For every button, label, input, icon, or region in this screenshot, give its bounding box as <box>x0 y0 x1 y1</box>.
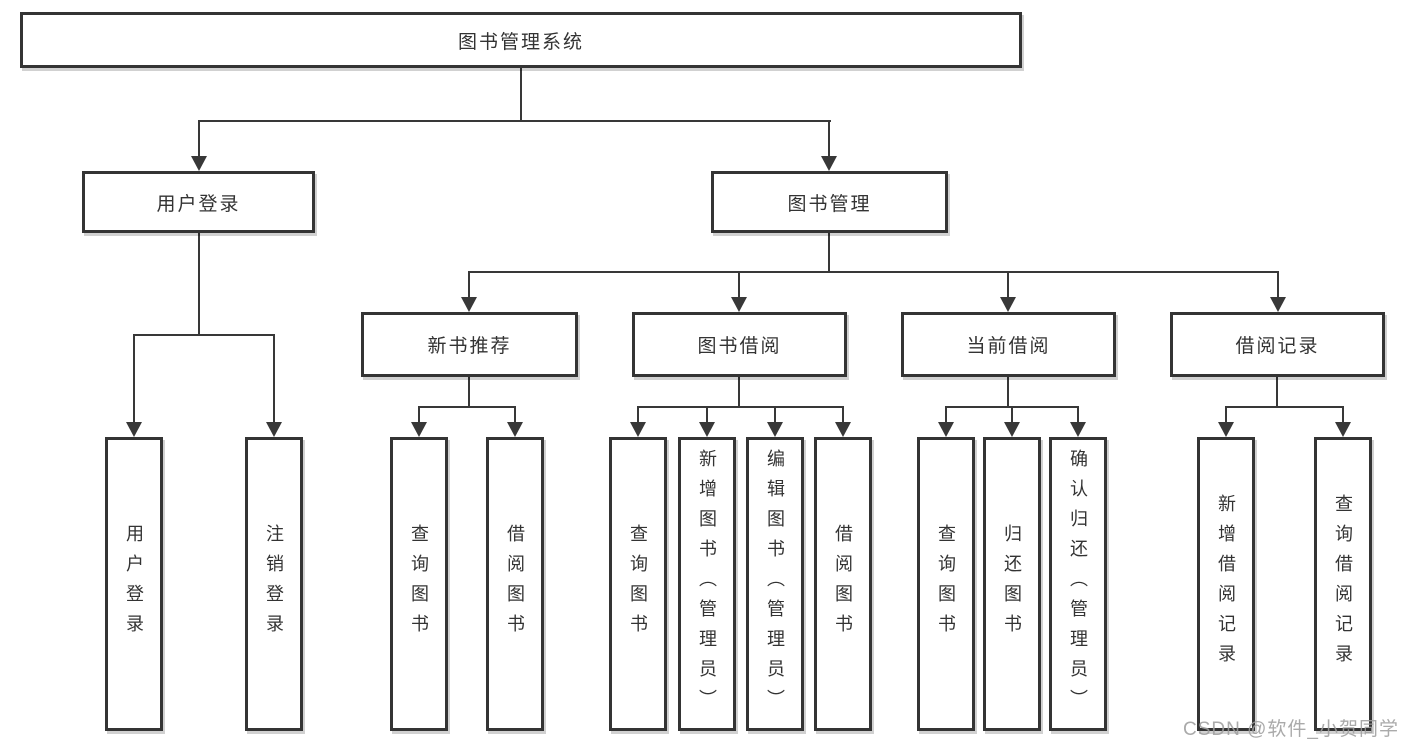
leaf-return-books: 归还图书 <box>983 437 1041 731</box>
leaf-label: 归还图书 <box>1002 524 1022 644</box>
connector-line <box>514 406 516 424</box>
node-label: 当前借阅 <box>966 336 1051 357</box>
connector-line <box>1276 377 1278 408</box>
leaf-borrow-books-2: 借阅图书 <box>814 437 872 731</box>
arrow-down <box>266 422 282 437</box>
connector-line <box>738 377 740 408</box>
arrow-down <box>191 156 207 171</box>
leaf-borrow-books-1: 借阅图书 <box>486 437 544 731</box>
connector-line <box>945 406 947 424</box>
connector-line <box>842 406 844 424</box>
connector-line <box>520 68 522 121</box>
node-user-login: 用户登录 <box>82 171 315 233</box>
connector-line <box>638 406 844 408</box>
connector-line <box>1007 377 1009 408</box>
leaf-query-books-3: 查询图书 <box>917 437 975 731</box>
node-borrow-records: 借阅记录 <box>1170 312 1385 377</box>
leaf-confirm-return-admin: 确认归还（管理员） <box>1049 437 1107 731</box>
leaf-label: 查询借阅记录 <box>1333 494 1353 674</box>
connector-line <box>468 377 470 408</box>
connector-line <box>828 120 830 158</box>
node-label: 图书借阅 <box>697 336 782 357</box>
leaf-label: 借阅图书 <box>505 524 525 644</box>
leaf-edit-book-admin: 编辑图书（管理员） <box>746 437 804 731</box>
connector-line <box>198 233 200 336</box>
connector-line <box>273 334 275 424</box>
node-current-borrow: 当前借阅 <box>901 312 1116 377</box>
csdn-watermark: CSDN @软件_小贺同学 <box>1183 719 1399 740</box>
connector-line <box>419 406 516 408</box>
arrow-down <box>821 156 837 171</box>
connector-line <box>1077 406 1079 424</box>
leaf-label: 查询图书 <box>936 524 956 644</box>
leaf-add-book-admin: 新增图书（管理员） <box>678 437 736 731</box>
leaf-query-books-2: 查询图书 <box>609 437 667 731</box>
leaf-query-borrow-record: 查询借阅记录 <box>1314 437 1372 731</box>
connector-line <box>468 271 470 299</box>
connector-line <box>828 233 830 273</box>
arrow-down <box>731 297 747 312</box>
connector-line <box>418 406 420 424</box>
node-label: 图书管理系统 <box>457 31 584 53</box>
arrow-down <box>938 422 954 437</box>
connector-line <box>706 406 708 424</box>
node-root-system: 图书管理系统 <box>20 12 1022 68</box>
connector-line <box>738 271 740 299</box>
arrow-down <box>507 422 523 437</box>
leaf-label: 新增图书（管理员） <box>697 449 717 719</box>
leaf-label: 查询图书 <box>628 524 648 644</box>
arrow-down <box>835 422 851 437</box>
leaf-query-books-1: 查询图书 <box>390 437 448 731</box>
leaf-add-borrow-record: 新增借阅记录 <box>1197 437 1255 731</box>
leaf-label: 注销登录 <box>264 524 284 644</box>
leaf-label: 新增借阅记录 <box>1216 494 1236 674</box>
node-label: 图书管理 <box>787 193 872 215</box>
connector-line <box>468 271 1279 273</box>
leaf-logout: 注销登录 <box>245 437 303 731</box>
arrow-down <box>1004 422 1020 437</box>
arrow-down <box>1270 297 1286 312</box>
connector-line <box>1007 271 1009 299</box>
connector-line <box>637 406 639 424</box>
connector-line <box>1225 406 1227 424</box>
arrow-down <box>461 297 477 312</box>
leaf-label: 编辑图书（管理员） <box>765 449 785 719</box>
node-label: 用户登录 <box>156 193 241 215</box>
arrow-down <box>767 422 783 437</box>
leaf-label: 确认归还（管理员） <box>1068 449 1088 719</box>
arrow-down <box>126 422 142 437</box>
connector-line <box>133 334 275 336</box>
leaf-label: 用户登录 <box>124 524 144 644</box>
arrow-down <box>1070 422 1086 437</box>
arrow-down <box>699 422 715 437</box>
connector-line <box>1226 406 1344 408</box>
arrow-down <box>630 422 646 437</box>
arrow-down <box>411 422 427 437</box>
leaf-user-login: 用户登录 <box>105 437 163 731</box>
arrow-down <box>1000 297 1016 312</box>
node-book-management: 图书管理 <box>711 171 948 233</box>
arrow-down <box>1218 422 1234 437</box>
connector-line <box>1011 406 1013 424</box>
node-label: 借阅记录 <box>1235 336 1320 357</box>
connector-line <box>1277 271 1279 299</box>
connector-line <box>198 120 831 122</box>
leaf-label: 借阅图书 <box>833 524 853 644</box>
connector-line <box>133 334 135 424</box>
node-new-book-recommend: 新书推荐 <box>361 312 578 377</box>
connector-line <box>774 406 776 424</box>
connector-line <box>1342 406 1344 424</box>
leaf-label: 查询图书 <box>409 524 429 644</box>
node-label: 新书推荐 <box>427 336 512 357</box>
connector-line <box>198 120 200 158</box>
node-book-borrow: 图书借阅 <box>632 312 847 377</box>
arrow-down <box>1335 422 1351 437</box>
